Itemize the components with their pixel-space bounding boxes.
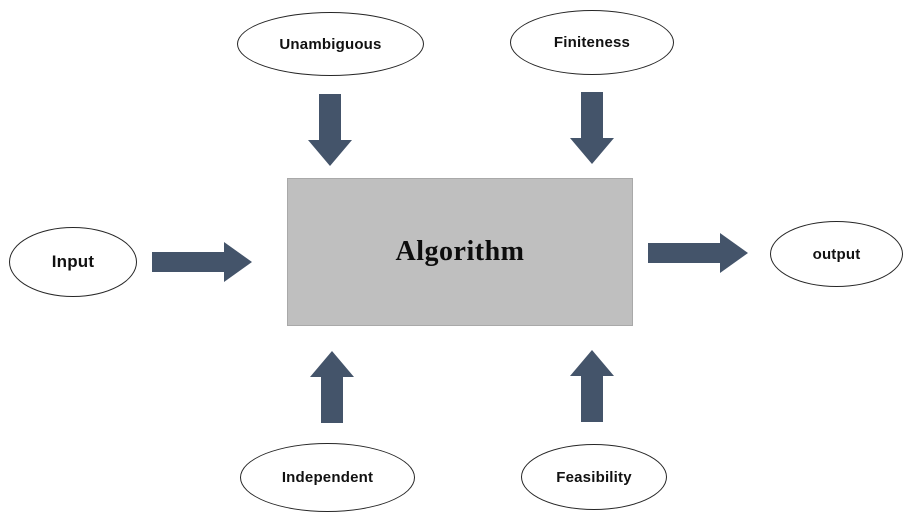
node-output-label: output: [812, 245, 861, 263]
node-input-label: Input: [51, 252, 95, 271]
node-finiteness-label: Finiteness: [553, 34, 631, 51]
node-finiteness: Finiteness: [510, 10, 674, 75]
algorithm-box: Algorithm: [287, 178, 633, 326]
arrow-feasibility-to-algorithm-up-icon: [570, 350, 614, 422]
algorithm-box-label: Algorithm: [395, 236, 525, 267]
node-independent: Independent: [240, 443, 415, 512]
node-unambiguous-label: Unambiguous: [279, 35, 382, 53]
arrow-finiteness-to-algorithm-down-icon: [570, 92, 614, 164]
node-independent-label: Independent: [281, 469, 374, 486]
node-unambiguous: Unambiguous: [237, 12, 424, 76]
arrow-input-to-algorithm-right-icon: [152, 242, 252, 282]
arrow-unambiguous-to-algorithm-down-icon: [308, 94, 352, 166]
node-feasibility-label: Feasibility: [556, 468, 632, 486]
node-feasibility: Feasibility: [521, 444, 667, 510]
node-output: output: [770, 221, 903, 287]
node-input: Input: [9, 227, 137, 297]
arrow-independent-to-algorithm-up-icon: [310, 351, 354, 423]
arrow-algorithm-to-output-right-icon: [648, 233, 748, 273]
